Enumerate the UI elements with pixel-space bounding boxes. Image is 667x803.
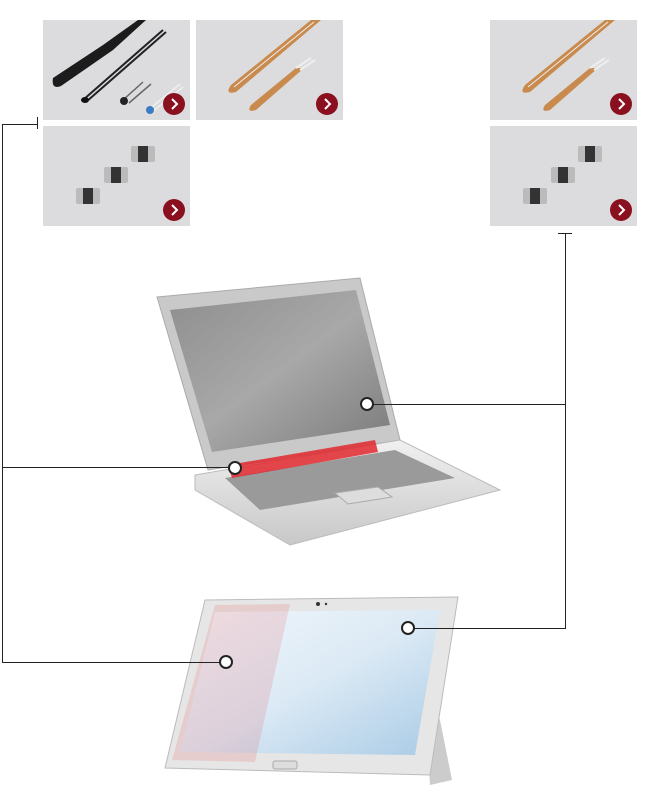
tile-go-button[interactable] <box>610 199 632 221</box>
product-tile-chip-thermistors-b[interactable] <box>490 126 637 226</box>
tile-go-button[interactable] <box>316 93 338 115</box>
hotspot-laptop-display[interactable] <box>360 397 374 411</box>
tile-go-button[interactable] <box>163 199 185 221</box>
tile-go-button[interactable] <box>163 93 185 115</box>
product-tile-chip-thermistors-a[interactable] <box>43 126 190 226</box>
chevron-right-icon <box>171 98 179 110</box>
product-tile-probe-thermistors[interactable] <box>43 20 190 120</box>
chip-thermistors-image <box>523 146 602 204</box>
tile-go-button[interactable] <box>610 93 632 115</box>
product-tile-film-sensors-a[interactable] <box>196 20 343 120</box>
hotspot-tablet-display[interactable] <box>401 621 415 635</box>
probe-thermistors-image <box>52 20 184 114</box>
chevron-right-icon <box>618 204 626 216</box>
hotspot-tablet-edge[interactable] <box>219 655 233 669</box>
product-tile-film-sensors-b[interactable] <box>490 20 637 120</box>
chevron-right-icon <box>618 98 626 110</box>
chevron-right-icon <box>324 98 332 110</box>
hotspot-laptop-hinge[interactable] <box>228 461 242 475</box>
tablet-illustration <box>164 596 459 785</box>
chip-thermistors-image <box>76 146 155 204</box>
film-sensors-image <box>228 20 321 111</box>
film-sensors-image <box>522 20 615 111</box>
chevron-right-icon <box>171 204 179 216</box>
laptop-illustration <box>156 277 502 546</box>
connector-lines <box>2 117 572 663</box>
